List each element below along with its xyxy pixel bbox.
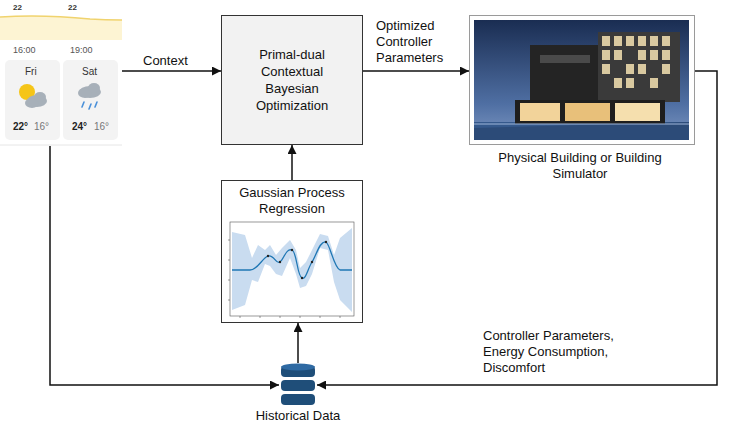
weather-widget	[0, 16, 122, 145]
node-text: Historical Data	[256, 408, 341, 424]
node-text: 22	[13, 3, 22, 13]
node-text: 19:00	[70, 45, 93, 56]
node-text: Primal-dual Contextual Bayesian Optimiza…	[244, 46, 340, 114]
node-text: 16°	[34, 121, 49, 133]
arrow-connector	[50, 146, 279, 385]
database-node: Historical Data	[281, 364, 315, 406]
edge-label: Controller Parameters, Energy Consumptio…	[483, 328, 643, 376]
arrow-connector	[317, 71, 717, 385]
node-text: 22°	[13, 121, 28, 133]
node-text: Gaussian Process Regression	[232, 185, 352, 217]
edge-label: Context	[143, 53, 203, 69]
node-text: 24°	[72, 121, 87, 133]
arrow-connector	[363, 70, 469, 72]
arrow-connector	[122, 70, 221, 72]
edge-label: Optimized Controller Parameters	[376, 18, 460, 66]
arrow-connector	[297, 323, 299, 363]
weather-widget: 22 22 16:00 19:00Fri 22° 16° Sat 24° 16°	[0, 0, 122, 146]
node-text: Fri	[25, 66, 37, 78]
node-text: 22	[68, 3, 77, 13]
process-box: Primal-dual Contextual Bayesian Optimiza…	[221, 15, 363, 145]
picture-box: Physical Building or Building Simulator	[469, 15, 695, 145]
node-text: Sat	[82, 66, 97, 78]
building-photo	[474, 20, 689, 140]
node-text: 16:00	[13, 45, 36, 56]
model-box: Gaussian Process Regression	[221, 180, 363, 323]
gp-plot	[228, 222, 354, 318]
database-icon	[281, 364, 315, 406]
node-text: Physical Building or Building Simulator	[495, 150, 665, 182]
arrow-connector	[291, 145, 293, 180]
node-text: 16°	[94, 121, 109, 133]
